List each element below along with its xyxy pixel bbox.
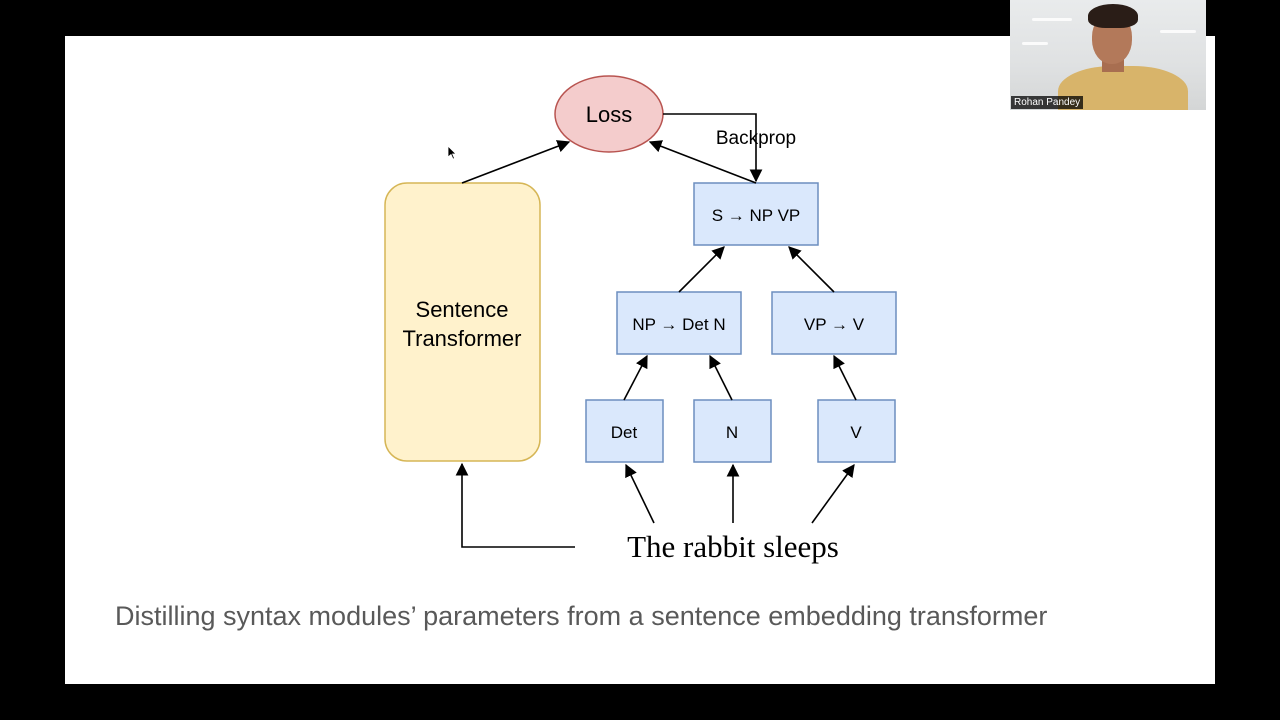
rule-s-label: S → NP VP [712, 206, 801, 225]
leaf-det-label: Det [611, 423, 638, 442]
rule-vp-node: VP → V [771, 291, 897, 355]
presentation-slide: Loss Sentence Transformer S → NP VP NP →… [65, 36, 1215, 684]
edge-v-to-vp [833, 354, 857, 401]
rule-np-label: NP → Det N [632, 315, 725, 334]
diagram-edges [455, 113, 857, 548]
edge-word-to-v [811, 463, 855, 524]
edge-s-to-loss [648, 140, 757, 184]
rule-vp-label: VP → V [804, 315, 865, 334]
leaf-n-label: N [726, 423, 738, 442]
syntax-distillation-diagram: Loss Sentence Transformer S → NP VP NP →… [384, 75, 897, 564]
participant-video-tile[interactable]: Rohan Pandey [1010, 0, 1206, 110]
edge-n-to-np [709, 354, 733, 401]
leaf-n-node: N [693, 399, 772, 463]
leaf-det-node: Det [585, 399, 664, 463]
rule-s-node: S → NP VP [693, 182, 819, 246]
loss-node: Loss [554, 75, 664, 153]
edge-np-to-s [678, 246, 725, 293]
ceiling-light [1022, 42, 1048, 45]
mouse-cursor-icon [447, 145, 458, 165]
edge-vp-to-s [788, 246, 835, 293]
edge-det-to-np [623, 354, 648, 401]
ceiling-light [1160, 30, 1196, 33]
loss-label: Loss [586, 102, 632, 127]
input-sentence: The rabbit sleeps [627, 529, 839, 564]
transformer-label-line2: Transformer [403, 326, 522, 351]
sentence-transformer-node: Sentence Transformer [384, 182, 541, 462]
leaf-v-node: V [817, 399, 896, 463]
leaf-v-label: V [850, 423, 862, 442]
transformer-label-line1: Sentence [416, 297, 509, 322]
ceiling-light [1032, 18, 1072, 21]
participant-name-tag: Rohan Pandey [1011, 96, 1084, 109]
edge-backprop [663, 113, 763, 183]
edge-word-to-det [625, 463, 655, 524]
slide-caption: Distilling syntax modules’ parameters fr… [115, 601, 1048, 631]
rule-np-node: NP → Det N [616, 291, 742, 355]
participant-hair [1088, 4, 1138, 28]
edge-sentence-to-transformer [455, 462, 575, 548]
edge-transformer-to-loss [461, 140, 571, 184]
